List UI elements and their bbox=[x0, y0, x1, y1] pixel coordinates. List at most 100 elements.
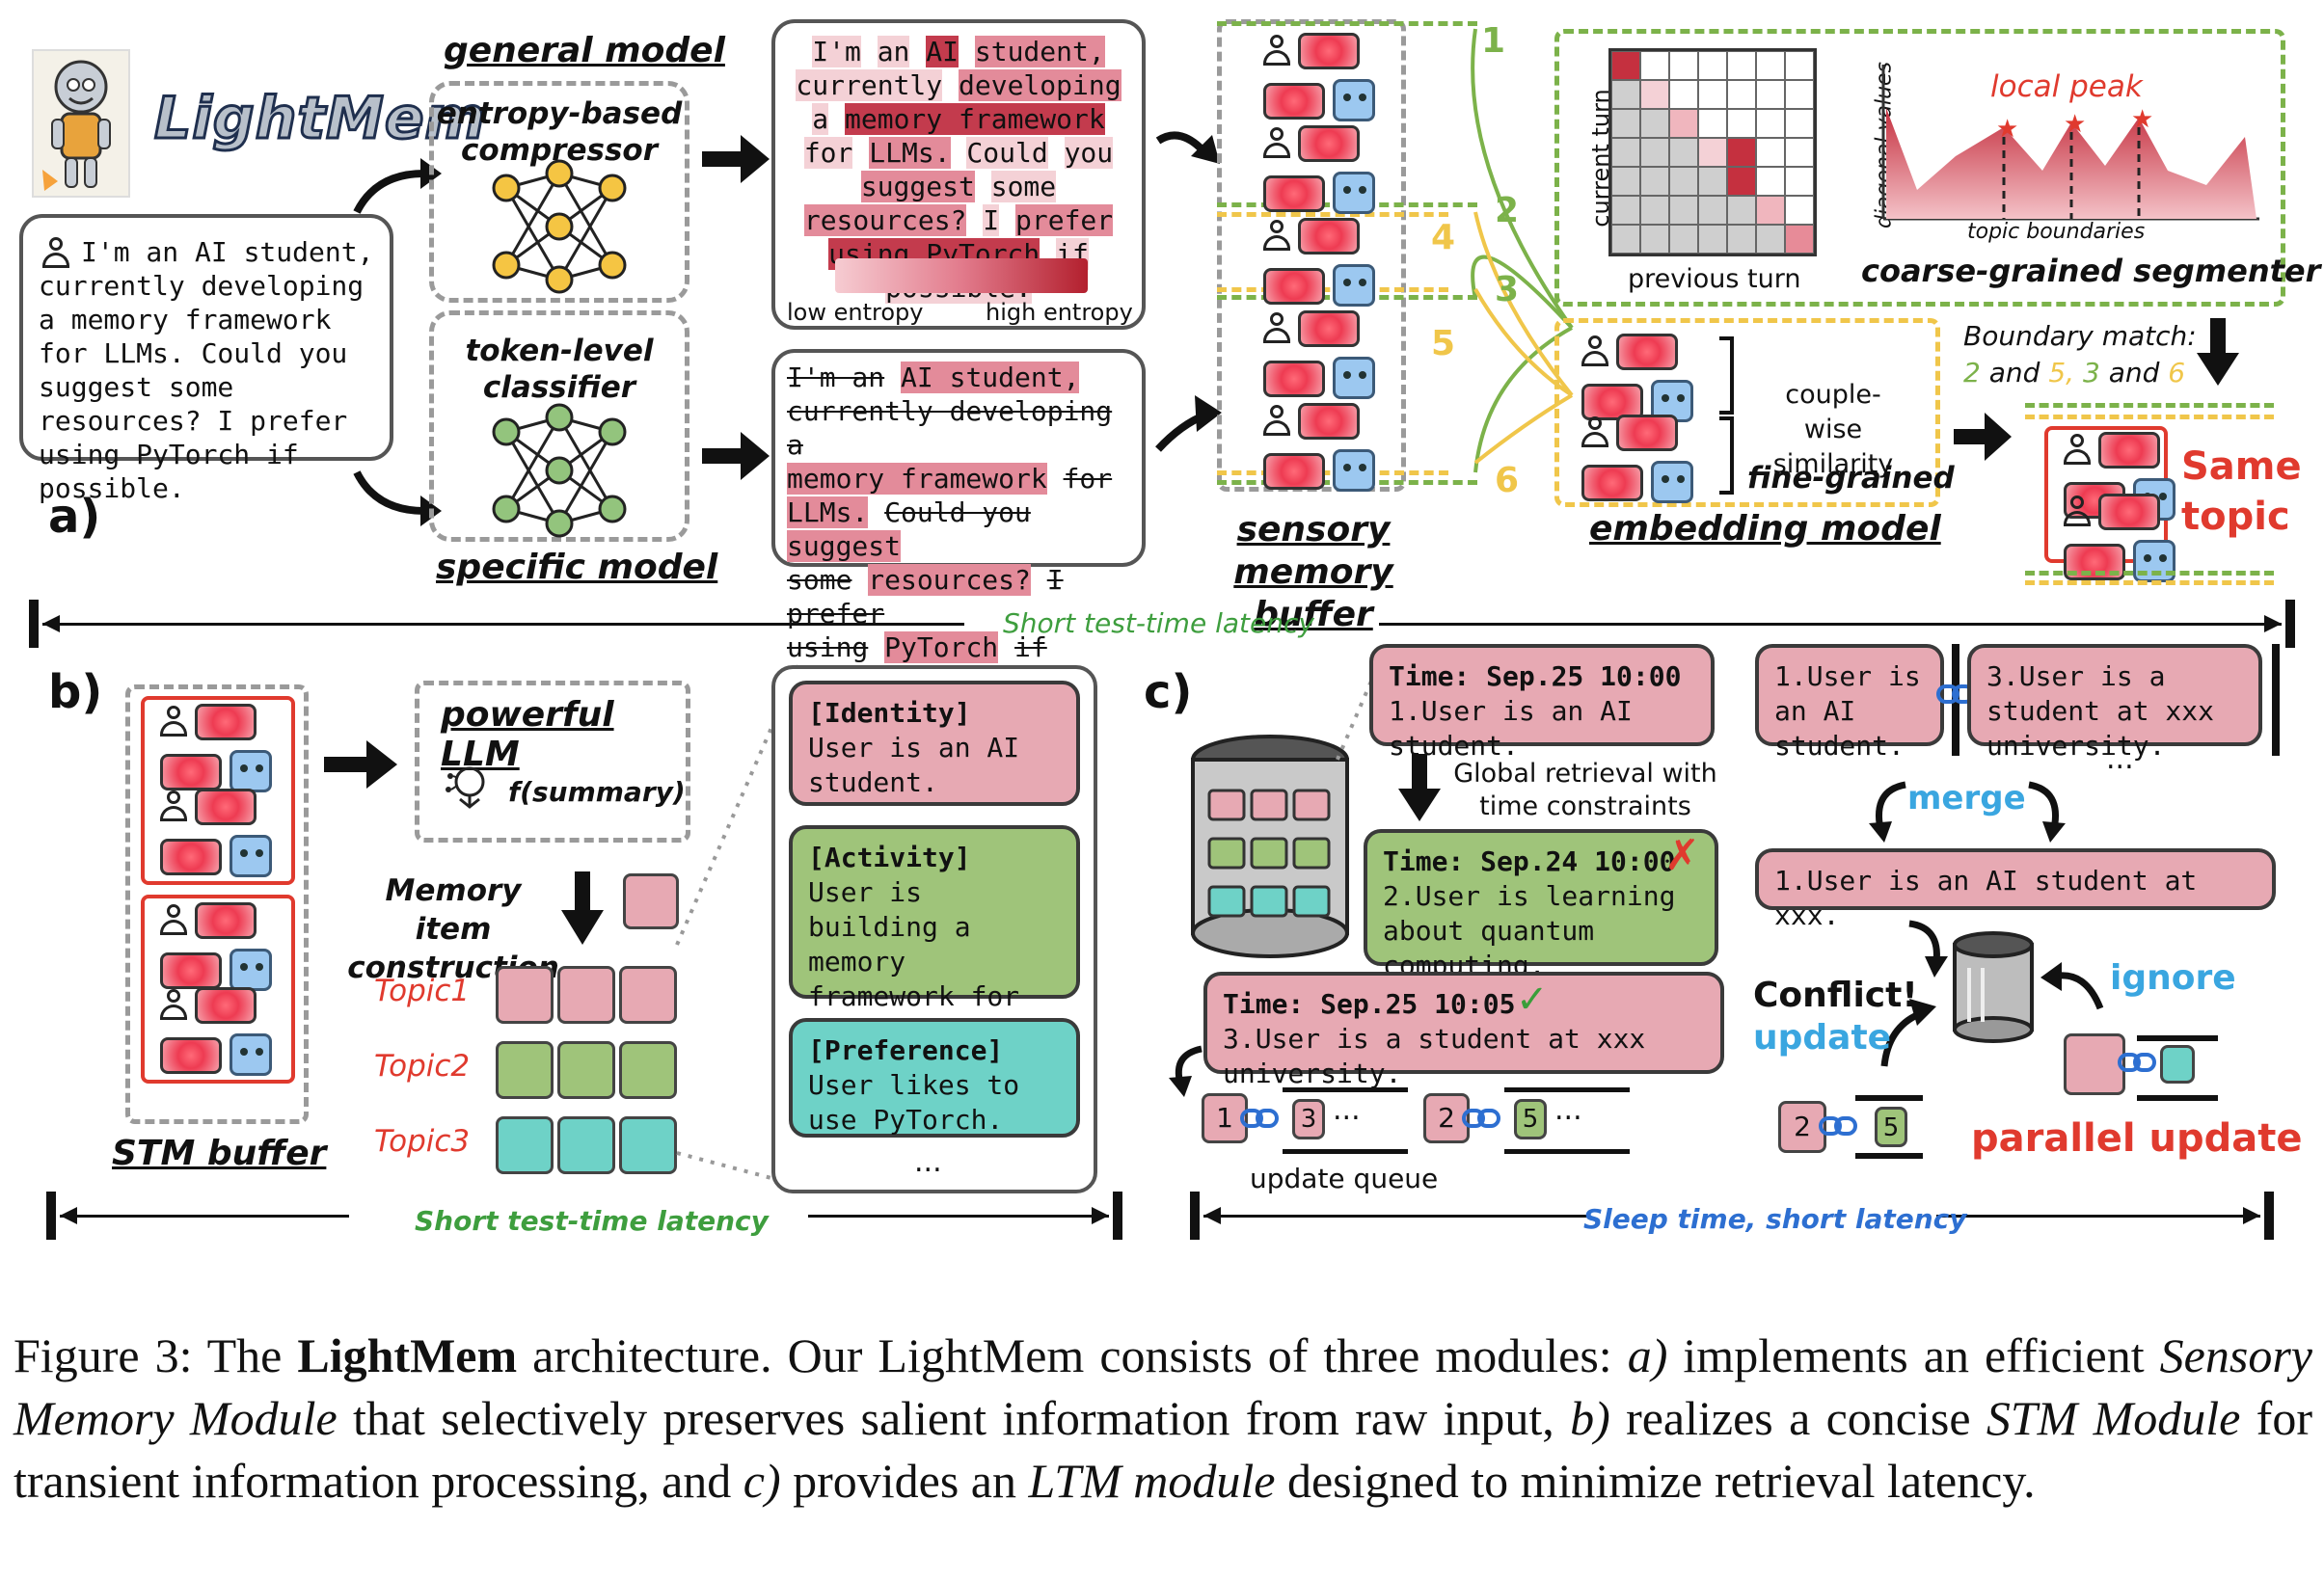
token: an bbox=[877, 36, 910, 67]
latency-label-a: Short test-time latency bbox=[1003, 607, 1314, 639]
matrix-cell bbox=[1785, 196, 1814, 225]
classified-line: currently developing a bbox=[787, 394, 1130, 462]
memory-block bbox=[496, 1116, 554, 1174]
matrix-cell bbox=[1611, 167, 1640, 196]
token: a bbox=[812, 103, 829, 135]
stm-buffer-title: STM buffer bbox=[112, 1134, 327, 1173]
matrix-cell bbox=[1727, 138, 1756, 167]
latency-bar-a: Short test-time latency bbox=[29, 600, 2295, 648]
token: I bbox=[983, 204, 1000, 236]
parallel-update-label: parallel update bbox=[1971, 1116, 2303, 1161]
matrix-cell bbox=[1727, 80, 1756, 109]
merge-right-text: 3.User is a student at xxx university. bbox=[1986, 660, 2215, 762]
couple-wise-label: couple-wise similarity bbox=[1772, 380, 1894, 479]
dotted-connector bbox=[1335, 649, 1387, 763]
topic-boundaries-label: topic boundaries bbox=[1967, 220, 2146, 244]
sensory-buffer-title: sensory memory buffer bbox=[1233, 510, 1393, 634]
classifier-text-box: I'm an AI student, currently developing … bbox=[771, 349, 1146, 697]
message-icon bbox=[160, 839, 222, 875]
boundary-match-line2: 2 and 5, 3 and 6 bbox=[1963, 355, 2197, 391]
token: some bbox=[787, 564, 852, 596]
arrow-right-icon bbox=[702, 432, 770, 480]
matrix-cell bbox=[1698, 51, 1727, 80]
robot-icon bbox=[230, 750, 272, 792]
input-arrows bbox=[353, 158, 442, 526]
matrix-cell bbox=[1785, 138, 1814, 167]
matrix-cell bbox=[1785, 109, 1814, 138]
message-icon bbox=[195, 987, 257, 1024]
update-queue-label: update queue bbox=[1250, 1163, 1439, 1194]
matrix-cell bbox=[1756, 167, 1785, 196]
similarity-matrix bbox=[1608, 48, 1817, 256]
matrix-cell bbox=[1611, 109, 1640, 138]
token: resources? bbox=[803, 204, 967, 236]
same-topic-label: Same topic bbox=[2181, 444, 2302, 539]
general-model-title: general model bbox=[444, 31, 725, 70]
matrix-cell bbox=[1669, 225, 1698, 254]
brackets bbox=[1719, 336, 1734, 495]
powerful-llm-title: powerful LLM bbox=[441, 695, 614, 774]
caption-prefix: Figure 3: The bbox=[14, 1328, 298, 1382]
memory-card-body: User is an AI student. bbox=[808, 732, 1020, 798]
database-small-icon bbox=[1950, 929, 2037, 1045]
specific-model-box: token-level classifier bbox=[429, 310, 689, 542]
robot-icon bbox=[1333, 264, 1375, 307]
message-icon bbox=[1263, 268, 1325, 305]
bm-and-2: and bbox=[2108, 357, 2160, 389]
green-dash-line bbox=[1217, 21, 1477, 26]
token: AI student, bbox=[901, 362, 1080, 393]
user-icon bbox=[160, 904, 187, 937]
matrix-cell bbox=[1727, 196, 1756, 225]
memory-card: [Preference]User likes to use PyTorch. bbox=[789, 1018, 1080, 1138]
arrow-right-icon bbox=[1954, 413, 2012, 461]
user-icon bbox=[1263, 312, 1290, 345]
segmenter-box bbox=[1554, 29, 2285, 307]
memory-card-1: Time: Sep.25 10:00 1.User is an AI stude… bbox=[1369, 644, 1715, 762]
message-icon bbox=[195, 789, 257, 825]
memory-card: [Identity]User is an AI student. bbox=[789, 681, 1080, 806]
token: memory framework bbox=[787, 463, 1047, 495]
matrix-cell bbox=[1756, 80, 1785, 109]
matrix-cell bbox=[1669, 196, 1698, 225]
global-retrieval-label: Global retrieval with time constraints bbox=[1453, 759, 1717, 821]
bm-6: 6 bbox=[2168, 357, 2186, 389]
topic-label: Topic1 bbox=[374, 974, 471, 1008]
matrix-cell bbox=[1756, 109, 1785, 138]
card2-time: Time: Sep.24 10:00 bbox=[1383, 845, 1676, 877]
matrix-cell bbox=[1698, 196, 1727, 225]
matrix-cell bbox=[1756, 196, 1785, 225]
figure-caption: Figure 3: The LightMem architecture. Our… bbox=[14, 1325, 2312, 1513]
message-icon bbox=[1263, 83, 1325, 120]
matrix-cell bbox=[1698, 167, 1727, 196]
user-icon bbox=[1581, 335, 1608, 368]
message-icon bbox=[195, 704, 257, 740]
caption-rest5: for transient information processing, an… bbox=[14, 1391, 2312, 1508]
user-icon bbox=[160, 706, 187, 738]
matrix-cell bbox=[1756, 138, 1785, 167]
token: for bbox=[1063, 463, 1113, 495]
queue-item: 3 bbox=[1292, 1099, 1325, 1139]
highlighted-text: I'm an AI student, currently developing … bbox=[789, 35, 1128, 305]
boundary-match-label: Boundary match: 2 and 5, 3 and 6 bbox=[1963, 318, 2197, 391]
conflict-num-5: 5 bbox=[1882, 1113, 1900, 1142]
matrix-cell bbox=[1727, 109, 1756, 138]
matrix-cell bbox=[1611, 51, 1640, 80]
previous-turn-label: previous turn bbox=[1628, 264, 1801, 294]
token: you bbox=[1064, 137, 1114, 169]
robot-icon bbox=[230, 835, 272, 877]
token: currently developing a bbox=[787, 395, 1113, 461]
embedding-box bbox=[1554, 318, 1940, 507]
robot-icon bbox=[2133, 540, 2175, 582]
matrix-cell bbox=[1611, 138, 1640, 167]
memory-card-head: [Activity] bbox=[808, 842, 971, 873]
local-peak-label: local peak bbox=[1990, 69, 2143, 104]
message-icon bbox=[1298, 33, 1360, 69]
boundary-match-line1: Boundary match: bbox=[1963, 320, 2197, 352]
token: suggest bbox=[787, 530, 902, 562]
ignore-bar bbox=[2137, 1035, 2218, 1041]
token: Could you bbox=[884, 496, 1031, 528]
conflict-bar bbox=[1855, 1095, 1923, 1101]
token: LLMs. bbox=[787, 496, 869, 528]
message-icon bbox=[1616, 415, 1678, 451]
fine-grained-label: fine-grained bbox=[1747, 461, 1955, 496]
